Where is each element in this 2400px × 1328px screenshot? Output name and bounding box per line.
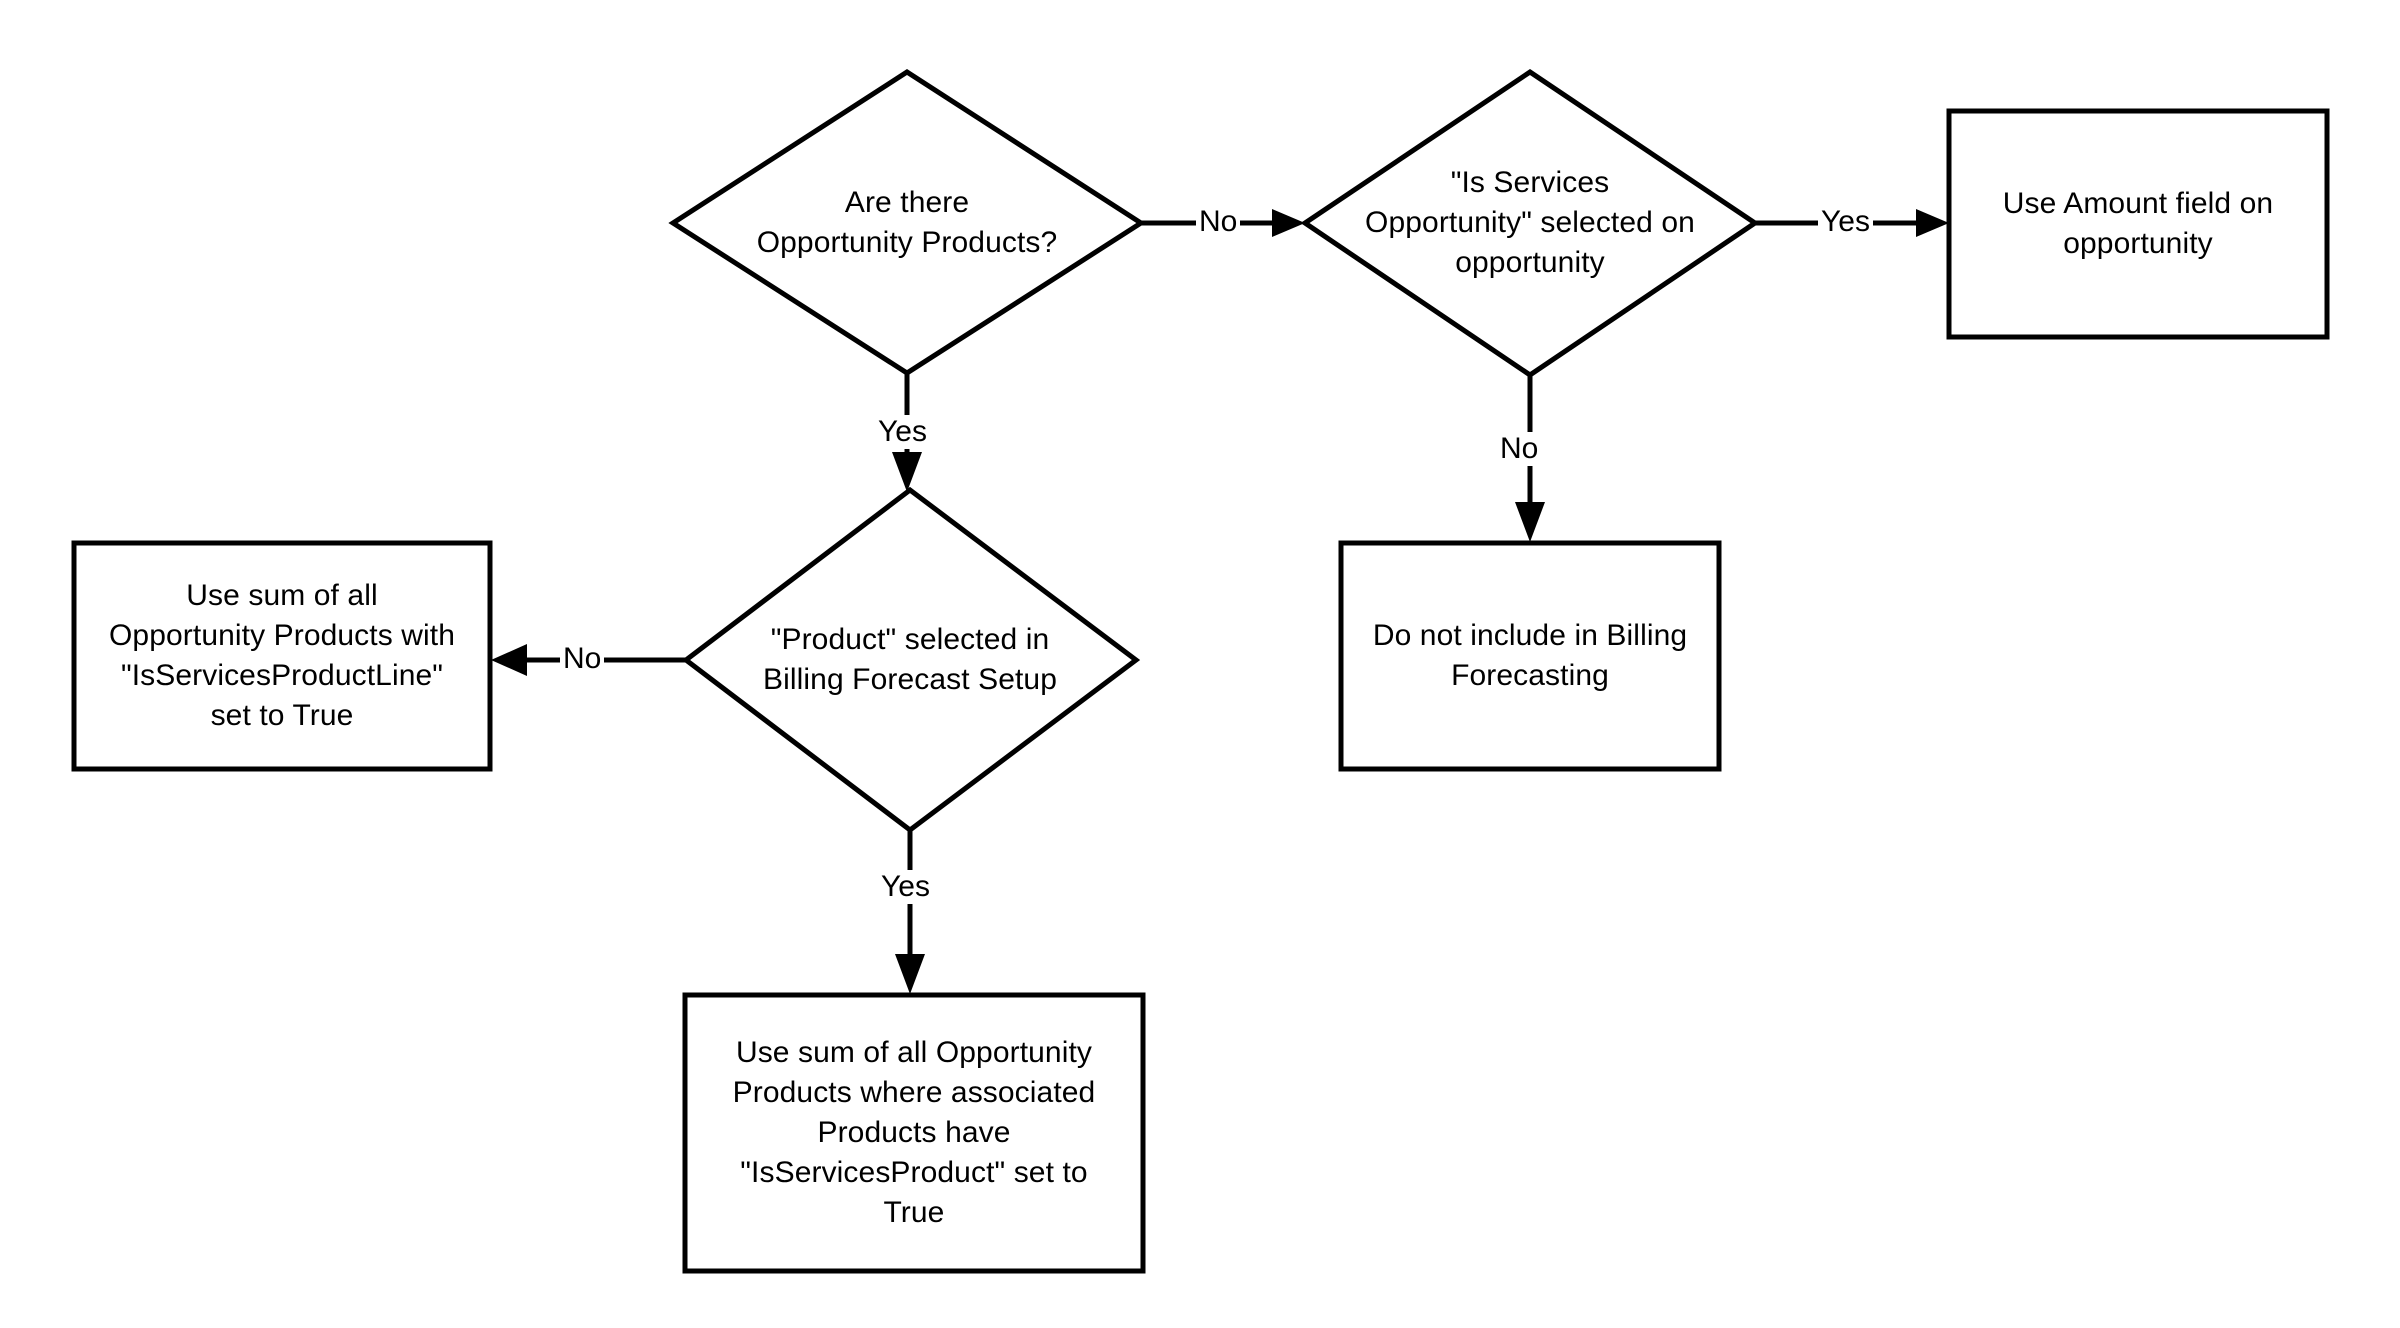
node-use-sum-isservicesproductline[interactable] bbox=[71, 540, 493, 772]
edge-is-services-no-arrowhead bbox=[1515, 502, 1545, 542]
edge-label-is-services-no: No bbox=[1497, 432, 1542, 466]
node-is-services-opportunity-selected[interactable] bbox=[1300, 68, 1760, 379]
edge-label-product-setup-yes: Yes bbox=[878, 870, 933, 904]
edge-opp-products-no-arrowhead bbox=[1272, 209, 1305, 237]
node-are-there-opportunity-products[interactable] bbox=[668, 69, 1146, 376]
edge-label-product-setup-no: No bbox=[560, 642, 605, 676]
node-use-amount-field-on-opportunity[interactable] bbox=[1946, 108, 2330, 340]
edge-product-setup-no-arrowhead bbox=[491, 644, 527, 676]
node-product-selected-in-billing-forecast-setup[interactable] bbox=[681, 486, 1141, 834]
edge-label-opp-products-no: No bbox=[1196, 205, 1241, 239]
edge-label-opp-products-yes: Yes bbox=[875, 415, 930, 449]
edge-product-setup-yes-arrowhead bbox=[895, 954, 925, 994]
edge-opp-products-yes-arrowhead bbox=[892, 452, 922, 492]
edge-is-services-yes-arrowhead bbox=[1916, 209, 1949, 237]
node-do-not-include-in-billing-forecasting[interactable] bbox=[1338, 540, 1722, 772]
edge-label-is-services-yes: Yes bbox=[1818, 205, 1873, 239]
node-use-sum-isservicesproduct[interactable] bbox=[682, 992, 1146, 1274]
